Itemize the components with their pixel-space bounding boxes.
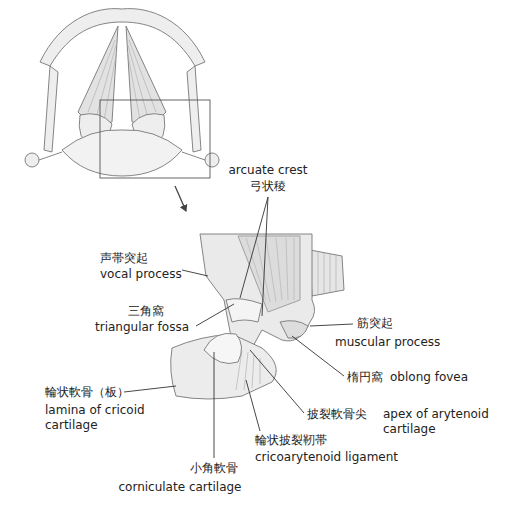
english-label: triangular fossa	[95, 320, 189, 335]
japanese-label: 小角軟骨	[190, 461, 238, 476]
english-label: oblong fovea	[390, 370, 468, 385]
english-label: muscular process	[335, 335, 440, 350]
english-label: arcuate crest	[228, 163, 307, 178]
japanese-label: 輪状軟骨（板）	[45, 385, 129, 400]
arytenoid-detail	[171, 234, 344, 399]
japanese-label: 三角窩	[128, 304, 164, 319]
english-label: lamina of cricoid cartilage	[45, 403, 163, 433]
english-label: vocal process	[100, 267, 182, 282]
english-label: corniculate cartilage	[118, 480, 241, 495]
japanese-label: 披裂軟骨尖	[307, 407, 367, 422]
japanese-label: 筋突起	[357, 316, 393, 331]
english-label: cricoarytenoid ligament	[255, 450, 398, 465]
japanese-label: 声帯突起	[100, 251, 148, 266]
japanese-label: 弓状稜	[250, 179, 286, 194]
japanese-label: 楕円窩	[347, 370, 383, 385]
english-label: apex of arytenoid cartilage	[383, 407, 509, 437]
japanese-label: 輪状披裂靭帯	[255, 433, 327, 448]
larynx-overview	[25, 9, 219, 176]
